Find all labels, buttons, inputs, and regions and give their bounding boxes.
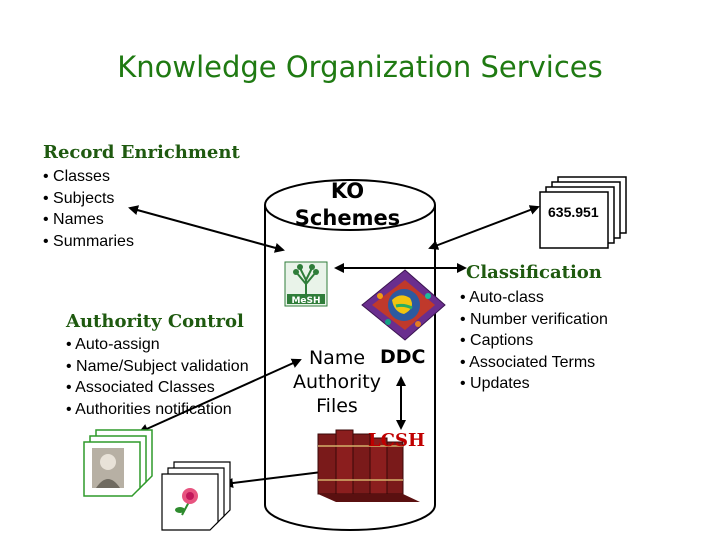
ddc-globe-icon bbox=[361, 269, 446, 341]
arrow-authority-control bbox=[138, 358, 302, 434]
mesh-label: MeSH bbox=[291, 296, 320, 306]
list-item: • Summaries bbox=[43, 232, 134, 250]
class-number: 635.951 bbox=[548, 204, 599, 220]
schemes-line: Schemes bbox=[294, 206, 401, 230]
rose-pages-icon bbox=[161, 461, 231, 531]
name-line: Name bbox=[308, 347, 366, 369]
arrow-record-enrichment bbox=[128, 205, 285, 253]
list-item: • Auto-assign bbox=[66, 336, 160, 353]
list-item: • Classes bbox=[43, 168, 110, 185]
ko-schemes-label: KO Schemes bbox=[270, 178, 425, 232]
page-title: Knowledge Organization Services bbox=[117, 50, 603, 84]
ko-line: KO bbox=[330, 179, 365, 203]
classification-list: • Auto-class • Number verification • Cap… bbox=[460, 287, 608, 395]
ddc-label: DDC bbox=[380, 346, 426, 368]
class-number-pages-icon bbox=[539, 176, 627, 249]
authority-control-heading: Authority Control bbox=[66, 311, 244, 332]
authority-line: Authority bbox=[293, 371, 381, 393]
list-item: • Updates bbox=[460, 375, 530, 392]
record-enrichment-heading: Record Enrichment bbox=[43, 142, 240, 163]
mesh-logo-icon: MeSH bbox=[284, 261, 328, 307]
files-line: Files bbox=[316, 395, 358, 417]
authority-control-list: • Auto-assign • Name/Subject validation … bbox=[66, 334, 249, 420]
list-item: • Subjects bbox=[43, 189, 115, 207]
list-item: • Associated Terms bbox=[460, 353, 596, 371]
list-item: • Associated Classes bbox=[66, 379, 215, 396]
lcsh-label: LCSH bbox=[368, 430, 425, 451]
list-item: • Authorities notification bbox=[66, 400, 232, 418]
list-item: • Name/Subject validation bbox=[66, 357, 249, 375]
classification-heading: Classification bbox=[466, 262, 602, 283]
list-item: • Number verification bbox=[460, 310, 608, 328]
portrait-pages-icon bbox=[83, 429, 153, 497]
list-item: • Auto-class bbox=[460, 289, 544, 306]
name-authority-files-label: Name Authority Files bbox=[282, 346, 392, 418]
lcsh-books-icon bbox=[317, 429, 420, 502]
list-item: • Captions bbox=[460, 332, 534, 349]
list-item: • Names bbox=[43, 211, 104, 228]
record-enrichment-list: • Classes • Subjects • Names • Summaries bbox=[43, 166, 134, 252]
arrow-class-number bbox=[428, 205, 540, 250]
ko-schemes-cylinder bbox=[264, 179, 436, 531]
